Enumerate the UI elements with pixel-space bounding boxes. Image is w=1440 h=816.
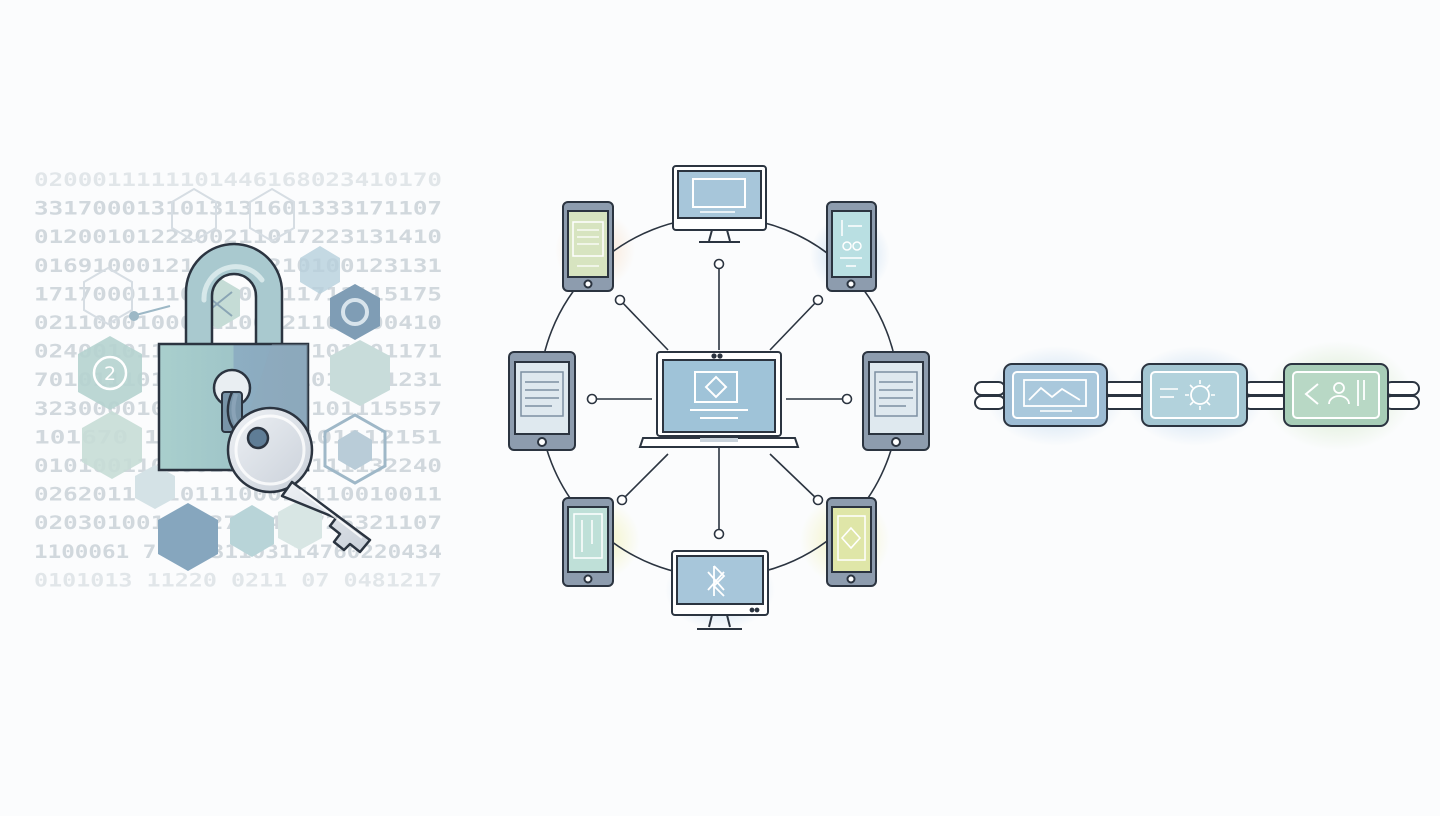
chain-link-icon [1102,381,1148,410]
digit-row: 0101013 11220 0211 07 0481217 [34,569,442,591]
hexagon [171,187,217,243]
hexagon [300,246,340,294]
monitor-icon [672,165,767,243]
encryption-group: 0200011111101446168023410170 331700013101… [34,169,442,591]
network-links [586,258,853,540]
digit-row: 3317000131013131601333171107 [34,198,442,220]
laptop-icon [638,351,800,448]
digit-row: 0200011111101446168023410170 [34,169,442,191]
chain-group [974,341,1420,451]
hexagon [338,430,372,470]
block-code-icon [1283,363,1389,427]
network-group [508,165,930,630]
phone-icon [562,497,614,587]
digit-row: 0120010122200211017223131410 [34,226,442,248]
phone-icon [826,497,877,587]
hexagon [78,336,142,410]
hexagon [158,503,218,571]
digit-row: 0262011 21011100011110010011 [34,484,442,506]
chain-link-icon [974,381,1006,410]
block-sun-icon [1141,363,1248,427]
phone-icon [826,201,877,292]
gear-icon [341,298,369,326]
block-chart-icon [1003,363,1108,427]
hexagon [82,411,142,479]
key-icon [226,391,372,554]
hexagon [330,340,390,406]
hexagon [230,505,274,557]
hexagon [330,284,380,340]
phone-icon [562,201,614,292]
tablet-icon [862,351,930,451]
hexagon [278,500,322,550]
hexagon [323,413,387,485]
hexagon [135,465,175,509]
chain-link-icon [1384,381,1420,410]
monitor-icon [671,550,769,630]
chain-link-icon [1243,381,1289,410]
number-badge [92,355,128,391]
badge-number: 2 [104,363,116,385]
tablet-icon [508,351,576,451]
hexagon [249,187,295,243]
hexagon [83,266,133,326]
